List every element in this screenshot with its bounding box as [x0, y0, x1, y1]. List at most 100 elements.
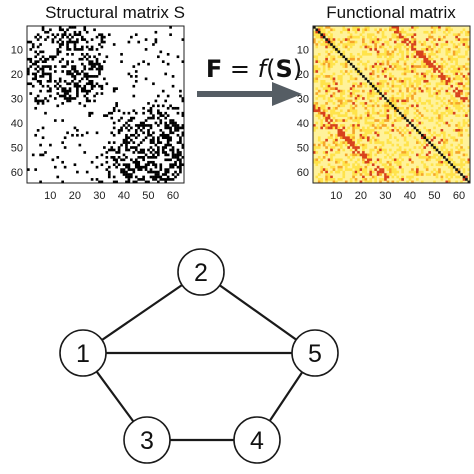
structural-cell [83, 26, 87, 29]
functional-cell [455, 151, 458, 154]
structural-cell [98, 65, 101, 68]
functional-cell [425, 62, 429, 66]
structural-cell [78, 102, 82, 105]
functional-cell [462, 38, 466, 41]
functional-cell [460, 106, 463, 110]
structural-cell [100, 67, 104, 71]
functional-cell [371, 65, 375, 68]
functional-cell [362, 133, 365, 137]
structural-cell [36, 33, 40, 37]
functional-cell [376, 40, 380, 44]
functional-cell [455, 45, 458, 49]
functional-cell [443, 143, 446, 147]
functional-cell [401, 40, 404, 44]
functional-cell [325, 138, 328, 142]
structural-cell [166, 175, 170, 179]
structural-cell [137, 124, 141, 127]
functional-cell [401, 97, 404, 100]
functional-cell [332, 116, 336, 120]
functional-cell [430, 116, 434, 120]
structural-cell [36, 79, 40, 83]
structural-cell [179, 151, 182, 154]
structural-cell [61, 180, 64, 184]
structural-cell [134, 163, 138, 167]
functional-cell [452, 173, 456, 176]
structural-cell [83, 104, 87, 108]
functional-cell [450, 119, 454, 122]
functional-diagonal-cell [317, 30, 321, 34]
functional-cell [386, 119, 390, 122]
functional-cell [398, 89, 402, 93]
functional-cell [435, 67, 439, 71]
functional-cell [465, 30, 468, 34]
functional-cell [342, 102, 346, 105]
functional-x-tick-label: 50 [428, 190, 440, 202]
functional-cell [379, 114, 382, 117]
structural-cell [41, 84, 45, 88]
functional-cell [342, 131, 346, 135]
functional-cell [416, 82, 419, 86]
functional-cell [445, 43, 449, 46]
structural-cell [159, 114, 163, 117]
functional-cell [408, 92, 412, 95]
functional-cell [332, 111, 336, 115]
functional-cell [344, 168, 348, 171]
functional-cell [389, 148, 392, 152]
functional-cell [438, 38, 441, 41]
structural-cell [36, 60, 40, 63]
functional-cell [462, 163, 466, 167]
structural-cell [152, 163, 155, 167]
structural-cell [171, 124, 175, 127]
structural-cell [68, 97, 72, 100]
functional-cell [430, 65, 434, 68]
functional-cell [320, 72, 324, 76]
structural-cell [115, 151, 118, 154]
structural-cell [110, 146, 114, 149]
functional-cell [438, 168, 441, 171]
structural-cell [73, 77, 77, 81]
structural-cell [134, 75, 138, 78]
functional-cell [450, 60, 454, 63]
functional-cell [354, 178, 358, 181]
functional-cell [359, 143, 363, 147]
functional-cell [406, 97, 409, 100]
functional-cell [411, 52, 414, 56]
functional-cell [411, 62, 414, 66]
structural-cell [137, 151, 141, 154]
functional-cell [330, 38, 333, 41]
functional-cell [369, 114, 373, 117]
functional-cell [371, 82, 375, 86]
structural-cell [66, 70, 69, 73]
structural-cell [127, 168, 131, 171]
graph-node-5: 5 [291, 329, 339, 377]
functional-cell [443, 160, 446, 164]
functional-cell [352, 119, 355, 122]
functional-cell [418, 79, 422, 83]
functional-cell [315, 45, 319, 49]
functional-cell [457, 89, 461, 93]
functional-cell [423, 126, 427, 130]
structural-cell [132, 109, 136, 113]
functional-cell [364, 170, 368, 174]
functional-cell [315, 33, 319, 37]
functional-cell [440, 104, 444, 108]
structural-cell [117, 156, 121, 159]
functional-cell [322, 70, 326, 73]
functional-cell [315, 57, 319, 61]
functional-cell [440, 62, 444, 66]
structural-cell [125, 133, 128, 137]
functional-cell [443, 141, 446, 144]
structural-cell [120, 129, 123, 132]
functional-cell [440, 146, 444, 149]
functional-cell [411, 84, 414, 88]
functional-cell [371, 72, 375, 76]
graph-node-circle [233, 416, 281, 464]
functional-cell [406, 180, 409, 184]
functional-cell [396, 79, 400, 83]
structural-cell [137, 160, 141, 164]
structural-cell [85, 170, 89, 174]
structural-cell [56, 175, 60, 179]
functional-cell [418, 87, 422, 90]
functional-cell [357, 138, 360, 142]
functional-cell [465, 67, 468, 71]
